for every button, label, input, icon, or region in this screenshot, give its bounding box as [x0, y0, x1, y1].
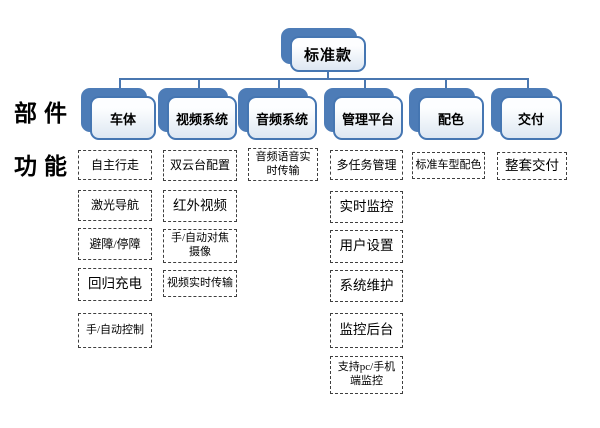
branch-node-body-label: 车体: [90, 96, 156, 140]
feature-item-infrared-video: 红外视频: [163, 190, 237, 222]
root-node: 标准款: [281, 28, 366, 72]
branch-node-color-scheme: 配色: [409, 88, 484, 140]
connector-drop-audio: [278, 78, 280, 90]
feature-item-manual-auto-control: 手/自动控制: [78, 313, 152, 348]
branch-node-delivery: 交付: [491, 88, 562, 140]
feature-item-monitoring-backend: 监控后台: [330, 313, 403, 348]
connector-drop-body: [119, 78, 121, 90]
feature-item-audio-voice-realtime-transmission: 音频语音实时传输: [248, 148, 318, 181]
branch-node-body: 车体: [81, 88, 156, 140]
branch-node-video-system: 视频系统: [158, 88, 237, 140]
connector-drop-management: [364, 78, 366, 90]
connector-root-stub: [327, 72, 329, 79]
branch-node-management-platform: 管理平台: [324, 88, 403, 140]
feature-item-system-maintenance: 系统维护: [330, 270, 403, 302]
feature-item-pc-mobile-monitoring: 支持pc/手机端监控: [330, 356, 403, 394]
connector-drop-delivery: [527, 78, 529, 90]
root-node-label: 标准款: [290, 36, 366, 72]
feature-item-user-settings: 用户设置: [330, 230, 403, 263]
feature-item-autonomous-walking: 自主行走: [78, 150, 152, 180]
connector-horizontal: [119, 78, 529, 80]
feature-item-laser-navigation: 激光导航: [78, 190, 152, 221]
branch-node-management-label: 管理平台: [333, 96, 403, 140]
feature-item-obstacle-avoidance: 避障/停障: [78, 228, 152, 260]
branch-node-audio-system: 音频系统: [238, 88, 317, 140]
branch-node-color-label: 配色: [418, 96, 484, 140]
row-label-components: 部件: [14, 101, 74, 126]
branch-node-delivery-label: 交付: [500, 96, 562, 140]
feature-item-multitask-management: 多任务管理: [330, 150, 403, 180]
connector-drop-video: [198, 78, 200, 90]
branch-node-video-label: 视频系统: [167, 96, 237, 140]
feature-item-dual-gimbal-config: 双云台配置: [163, 150, 237, 181]
feature-item-return-charging: 回归充电: [78, 268, 152, 301]
feature-item-manual-auto-focus-camera: 手/自动对焦摄像: [163, 229, 237, 263]
feature-item-complete-delivery: 整套交付: [497, 152, 567, 180]
feature-item-standard-model-colors: 标准车型配色: [412, 152, 485, 179]
connector-drop-color: [445, 78, 447, 90]
feature-item-video-realtime-transmission: 视频实时传输: [163, 270, 237, 297]
feature-item-realtime-monitoring: 实时监控: [330, 191, 403, 223]
branch-node-audio-label: 音频系统: [247, 96, 317, 140]
row-label-functions: 功能: [14, 154, 74, 179]
